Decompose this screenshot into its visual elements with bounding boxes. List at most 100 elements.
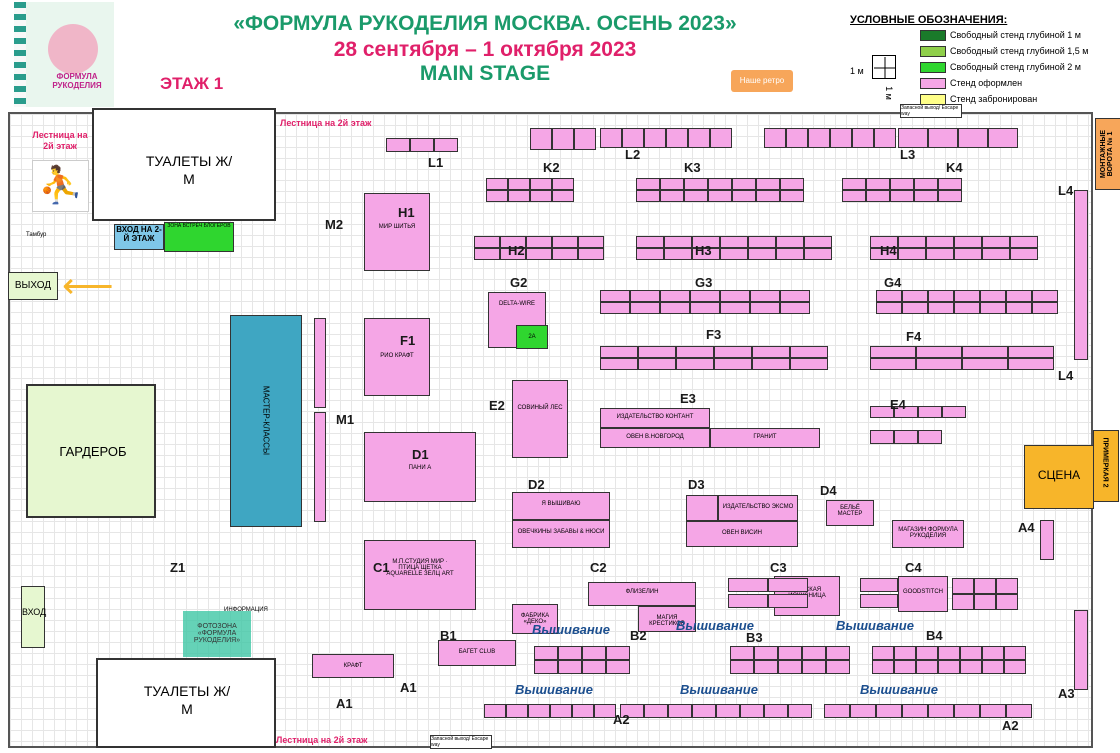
booth[interactable] [676,358,714,370]
booth[interactable] [720,290,750,302]
booth[interactable] [558,646,582,660]
booth[interactable] [534,660,558,674]
booth[interactable] [982,248,1010,260]
booth[interactable] [894,660,916,674]
booth[interactable] [690,290,720,302]
booth[interactable] [582,660,606,674]
booth[interactable] [786,128,808,148]
booth[interactable] [676,346,714,358]
booth[interactable] [552,178,574,190]
booth[interactable] [314,412,326,522]
booth[interactable] [530,178,552,190]
booth[interactable] [526,236,552,248]
booth[interactable] [826,646,850,660]
booth[interactable] [660,290,690,302]
booth-d3a[interactable]: ИЗДАТЕЛЬСТВО ЭКСМО [718,495,798,521]
scene[interactable]: СЦЕНА [1024,445,1094,509]
booth[interactable] [600,290,630,302]
booth[interactable] [1010,236,1038,248]
booth[interactable] [916,660,938,674]
booth[interactable] [830,128,852,148]
booth[interactable] [768,578,808,592]
booth[interactable] [894,406,918,418]
booth[interactable] [928,128,958,148]
booth[interactable] [918,430,942,444]
booth[interactable] [720,248,748,260]
booth[interactable] [954,704,980,718]
booth[interactable] [918,406,942,418]
booth[interactable] [636,248,664,260]
booth[interactable] [938,660,960,674]
booth[interactable] [434,138,458,152]
booth[interactable] [600,358,638,370]
booth[interactable] [752,358,790,370]
booth[interactable] [486,178,508,190]
booth[interactable] [644,704,668,718]
booth[interactable] [552,128,574,150]
booth[interactable] [750,290,780,302]
booth[interactable] [780,302,810,314]
booth[interactable] [606,646,630,660]
booth[interactable] [638,346,676,358]
booth[interactable] [874,128,896,148]
booth[interactable] [866,190,890,202]
booth[interactable] [954,248,982,260]
booth-e3b[interactable]: ОВЕН В.НОВГОРОД [600,428,710,448]
booth[interactable] [960,660,982,674]
booth[interactable] [594,704,616,718]
booth[interactable] [842,190,866,202]
booth-f1[interactable]: РИО КРАФТ [364,318,430,396]
booth[interactable] [768,594,808,608]
booth[interactable] [872,660,894,674]
booth[interactable] [804,248,832,260]
booth[interactable] [996,594,1018,610]
booth[interactable] [636,178,660,190]
booth[interactable] [870,248,898,260]
booth[interactable] [890,190,914,202]
booth[interactable] [1032,290,1058,302]
booth[interactable] [754,646,778,660]
booth[interactable] [508,178,530,190]
booth[interactable] [578,236,604,248]
booth[interactable] [890,178,914,190]
booth[interactable] [686,495,718,521]
booth[interactable] [720,236,748,248]
booth[interactable] [708,190,732,202]
booth[interactable] [894,646,916,660]
booth[interactable] [630,302,660,314]
booth[interactable] [942,406,966,418]
booth[interactable] [750,302,780,314]
masterclass-zone[interactable]: МАСТЕР-КЛАССЫ [230,315,302,527]
booth[interactable] [870,430,894,444]
booth[interactable] [916,346,962,358]
booth[interactable] [410,138,434,152]
booth[interactable] [876,704,902,718]
booth[interactable] [876,302,902,314]
booth[interactable] [954,290,980,302]
booth[interactable] [790,346,828,358]
booth[interactable] [716,704,740,718]
booth[interactable] [870,358,916,370]
booth[interactable] [1010,248,1038,260]
booth[interactable] [574,128,596,150]
booth[interactable] [600,302,630,314]
booth-c2b[interactable]: ФЛИЗЕЛИН [588,582,696,606]
booth[interactable] [902,290,928,302]
booth[interactable] [914,190,938,202]
booth[interactable] [552,236,578,248]
booth[interactable] [988,128,1018,148]
booth[interactable] [530,128,552,150]
booth[interactable] [872,646,894,660]
booth[interactable] [778,660,802,674]
booth[interactable] [620,704,644,718]
booth-e2[interactable]: СОВИНЫЙ ЛЕС [512,380,568,458]
booth[interactable] [902,704,928,718]
booth-g2-free[interactable]: 2A [516,325,548,349]
booth[interactable] [752,346,790,358]
booth[interactable] [732,190,756,202]
entrance-box[interactable]: ВХОД [21,586,46,648]
booth-d2b[interactable]: ОВЕЧКИНЫ ЗАБАВЫ & НЮСИ [512,520,610,548]
booth[interactable] [740,704,764,718]
booth[interactable] [474,236,500,248]
booth[interactable] [802,660,826,674]
